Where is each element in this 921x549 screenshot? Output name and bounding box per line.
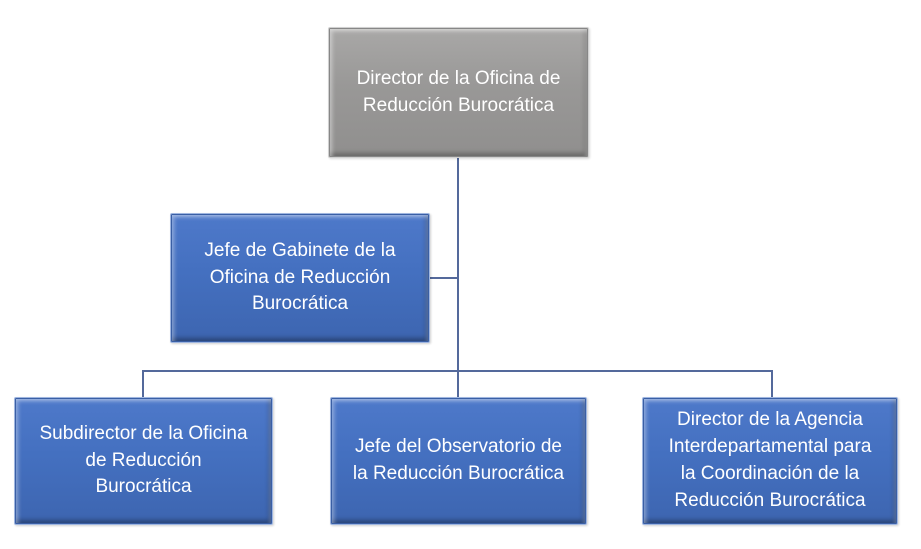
org-node-director-agencia-label: Director de la Agencia Interdepartamenta… [668,409,872,511]
org-node-jefe-observatorio: Jefe del Observatorio de la Reducción Bu… [330,397,587,525]
org-node-subdirector: Subdirector de la Oficina de Reducción B… [14,397,273,525]
connector-horizontal-line [142,370,773,372]
connector-drop-right-line [771,370,773,397]
connector-drop-left-line [142,370,144,397]
org-node-director-agencia: Director de la Agencia Interdepartamenta… [642,397,898,525]
connector-assistant-line [430,277,457,279]
connector-root-vertical-line [457,158,459,397]
org-node-jefe-gabinete: Jefe de Gabinete de la Oficina de Reducc… [170,213,430,343]
org-node-subdirector-label: Subdirector de la Oficina de Reducción B… [39,422,248,498]
org-node-director-oficina-label: Director de la Oficina de Reducción Buro… [356,67,561,116]
org-node-jefe-observatorio-label: Jefe del Observatorio de la Reducción Bu… [352,436,565,484]
org-node-director-oficina: Director de la Oficina de Reducción Buro… [328,27,589,158]
org-node-jefe-gabinete-label: Jefe de Gabinete de la Oficina de Reducc… [204,239,396,315]
